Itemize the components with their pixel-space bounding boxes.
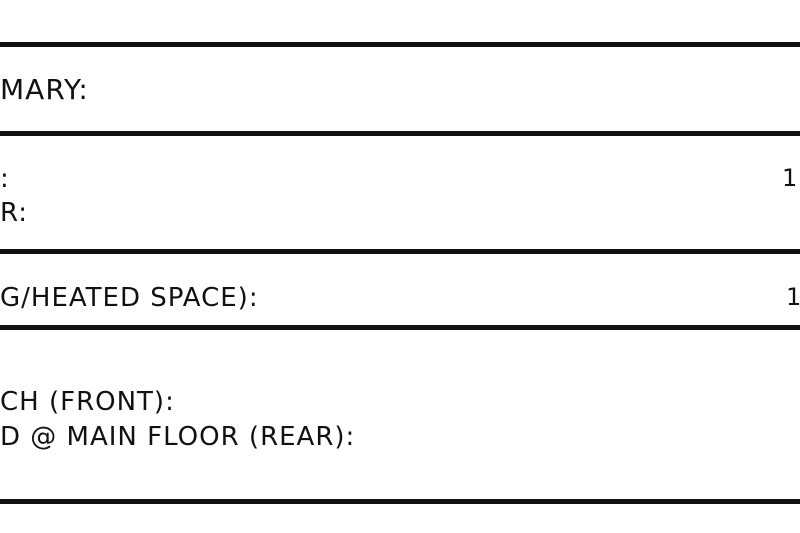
deck-rear-label: D @ MAIN FLOOR (REAR): xyxy=(0,422,356,452)
heated-space-label: G/HEATED SPACE): xyxy=(0,283,259,313)
floor-line-2-label: R: xyxy=(0,198,29,228)
section-rule xyxy=(0,325,800,330)
bottom-rule xyxy=(0,499,800,504)
section-rule xyxy=(0,131,800,136)
floor-line-1-label: : xyxy=(0,164,10,194)
top-rule xyxy=(0,42,800,47)
summary-heading: MARY: xyxy=(0,73,89,106)
porch-front-label: CH (FRONT): xyxy=(0,387,175,417)
section-rule xyxy=(0,249,800,254)
floor-line-1-value: 1 xyxy=(782,164,798,192)
heated-space-value: 1 xyxy=(786,283,800,311)
